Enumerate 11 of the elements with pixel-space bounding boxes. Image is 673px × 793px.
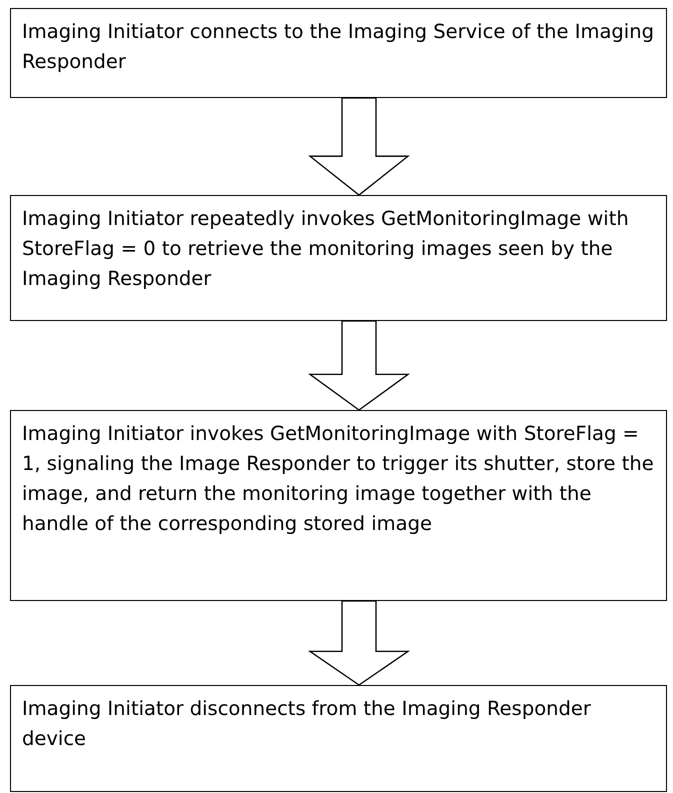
process-box (10, 195, 667, 321)
block-arrow (308, 97, 410, 196)
process-box (10, 410, 667, 601)
step-text: Imaging Initiator repeatedly invokes GetMonitoringImage with StoreFlag = 0 to retrieve the monitoring images seen by the Imaging Responder (22, 206, 630, 292)
step-text: Imaging Initiator invokes GetMonitoringImage with StoreFlag = 1, signaling the Image Responder to trigger its shutter, store the image, and return the monitoring image together with the handle of the corresponding stored image (22, 421, 655, 537)
process-box (10, 685, 667, 792)
step-text: Imaging Initiator connects to the Imaging Service of the Imaging Responder (22, 19, 655, 75)
process-box (10, 8, 667, 98)
block-arrow (308, 600, 410, 686)
step-text: Imaging Initiator disconnects from the Imaging Responder device (22, 696, 592, 752)
block-arrow (308, 320, 410, 411)
